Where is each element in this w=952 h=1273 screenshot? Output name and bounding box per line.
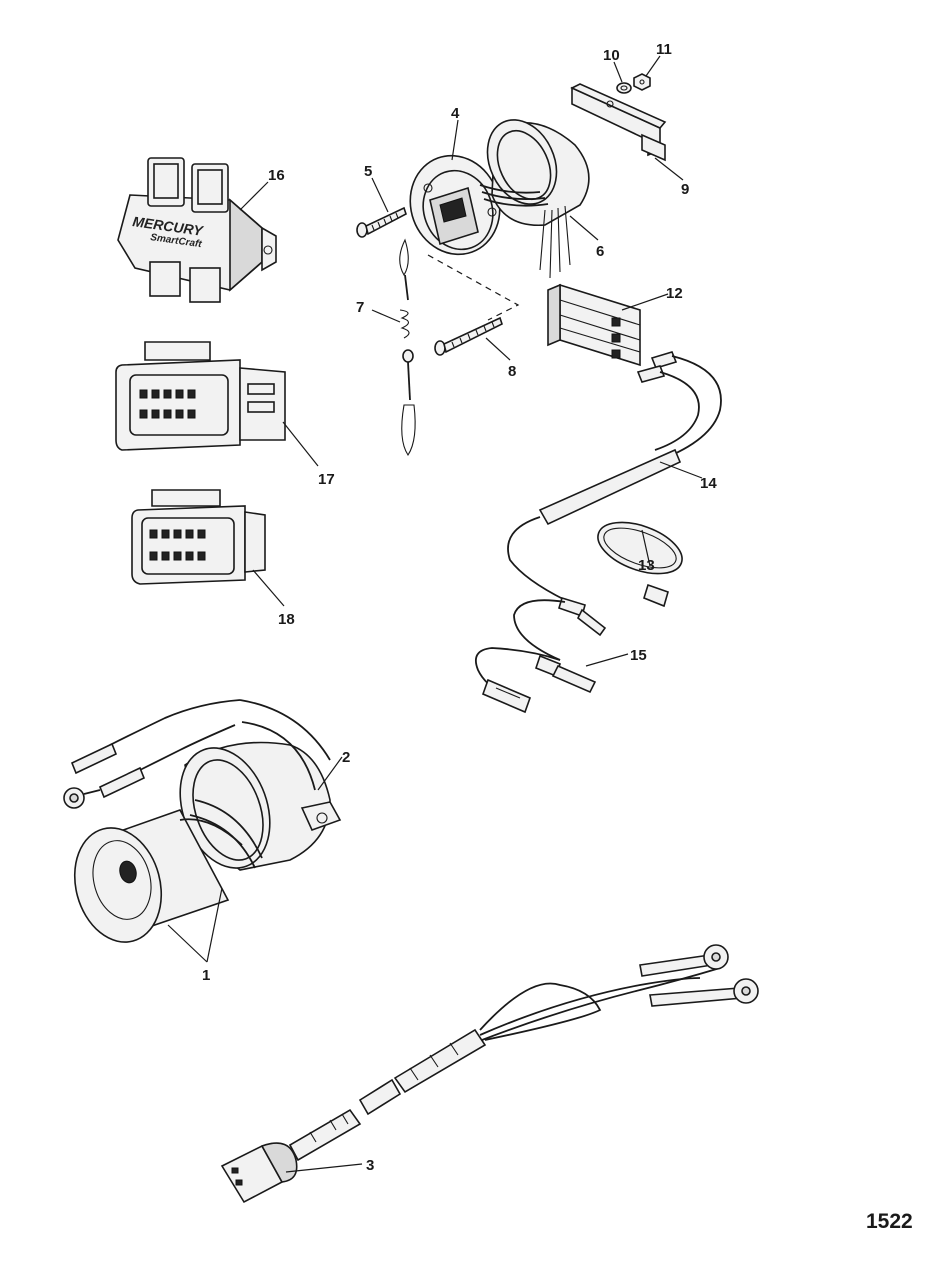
callout-5: 5 <box>364 163 372 180</box>
callout-labels: 16 17 18 4 5 6 7 8 9 10 11 12 13 14 15 2… <box>202 41 717 1174</box>
callout-17: 17 <box>318 471 335 488</box>
leader-5 <box>371 177 389 213</box>
callout-10: 10 <box>603 47 620 64</box>
callout-3: 3 <box>366 1157 374 1174</box>
screw-5 <box>356 206 407 238</box>
screw-8 <box>434 316 503 356</box>
leader-10 <box>613 61 623 83</box>
leader-13 <box>641 529 651 567</box>
callout-13: 13 <box>638 557 655 574</box>
connector-17 <box>115 341 286 451</box>
leader-11 <box>645 55 661 77</box>
cable-clamp-13 <box>597 521 683 608</box>
leader-7 <box>371 309 401 323</box>
leader-9 <box>654 157 684 181</box>
leader-3 <box>285 1163 363 1173</box>
sender-leads-15 <box>474 597 607 714</box>
leader-2 <box>317 756 343 791</box>
transducer-sensor-1 <box>73 809 243 943</box>
harness-3 <box>220 944 759 1204</box>
terminal-block-12 <box>547 283 641 367</box>
leader-18 <box>252 569 285 607</box>
callout-6: 6 <box>596 243 604 260</box>
leader-lines <box>167 55 703 1173</box>
bracket-9 <box>570 83 667 162</box>
gauge-housing-6 <box>479 119 590 279</box>
leader-6 <box>569 215 599 241</box>
lanyard-clip-7 <box>399 238 416 456</box>
callout-2: 2 <box>342 749 350 766</box>
leader-12 <box>621 293 669 311</box>
callout-14: 14 <box>700 475 717 492</box>
figure-number: 1522 <box>866 1210 913 1233</box>
connector-18 <box>131 489 266 585</box>
washer-10 <box>616 82 632 94</box>
leader-8 <box>485 337 511 361</box>
callout-11: 11 <box>656 41 672 58</box>
alignment-dashed-line <box>427 254 520 321</box>
callout-9: 9 <box>681 181 689 198</box>
connector-18-pins <box>149 529 206 561</box>
callout-1: 1 <box>202 967 210 984</box>
leader-1a <box>167 924 208 963</box>
gauge-flange-4 <box>409 154 501 256</box>
transducer-leads <box>63 699 331 809</box>
leader-1b <box>206 887 223 963</box>
wire-harness-14 <box>507 351 722 601</box>
callout-4: 4 <box>451 105 460 122</box>
leader-15 <box>585 653 629 667</box>
leader-17 <box>282 421 319 467</box>
leader-14 <box>659 461 703 479</box>
callout-18: 18 <box>278 611 295 628</box>
callout-15: 15 <box>630 647 647 664</box>
junction-box-16: MERCURY SmartCraft <box>117 157 277 303</box>
nut-11 <box>633 73 651 91</box>
callout-12: 12 <box>666 285 683 302</box>
leader-16 <box>239 181 269 211</box>
leader-4 <box>451 119 459 161</box>
connector-17-pins <box>139 389 196 419</box>
callout-16: 16 <box>268 167 285 184</box>
callout-7: 7 <box>356 299 364 316</box>
callout-8: 8 <box>508 363 516 380</box>
